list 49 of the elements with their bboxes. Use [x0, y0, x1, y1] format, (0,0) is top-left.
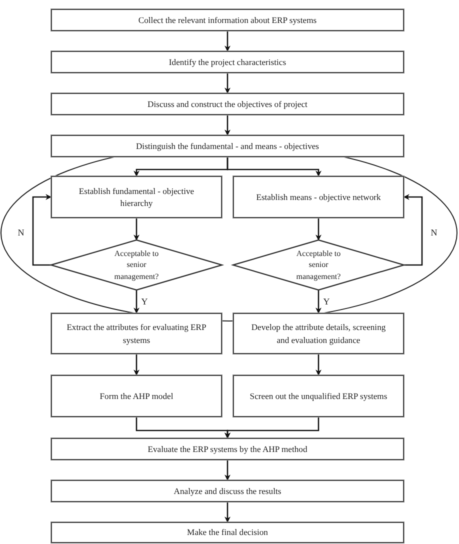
- process-box: [233, 176, 404, 218]
- arrow: [224, 115, 230, 136]
- process-box: [51, 480, 404, 502]
- decision-diamond: [51, 240, 222, 290]
- process-box: [51, 51, 404, 73]
- step-text: Form the AHP model: [100, 390, 174, 402]
- edge-label: Y: [140, 297, 149, 306]
- step-text: Make the final decision: [187, 526, 268, 539]
- process-box: [51, 438, 404, 460]
- arrow: [224, 31, 230, 52]
- step-text: Evaluate the ERP systems by the AHP method: [148, 442, 308, 456]
- process-box: [51, 9, 404, 31]
- step-text: Collect the relevant information about ERP systems: [138, 14, 317, 26]
- arrow: [316, 354, 322, 376]
- step-text: Develop the attribute details, screening and evaluation guidance: [250, 321, 387, 346]
- arrow: [403, 194, 423, 266]
- process-box: [233, 313, 404, 354]
- step-text: Establish fundamental - objective hierarchy: [78, 184, 196, 210]
- edge-label: Y: [322, 297, 331, 306]
- arrow: [316, 290, 322, 314]
- arrow: [134, 290, 140, 314]
- process-box: [233, 375, 404, 417]
- step-text: Distinguish the fundamental - and means - objectives: [136, 140, 320, 152]
- step-text: Acceptable to senior management?: [113, 248, 160, 282]
- arrow: [134, 354, 140, 376]
- decision-diamond: [233, 240, 404, 290]
- step-text: Acceptable to senior management?: [295, 248, 342, 282]
- edge-label: N: [430, 228, 438, 238]
- step-text: Analyze and discuss the results: [174, 484, 282, 498]
- step-text: Screen out the unqualified ERP systems: [250, 390, 388, 402]
- step-text: Establish means - objective network: [256, 190, 381, 204]
- step-text: Identify the project characteristics: [168, 56, 286, 68]
- arrow: [224, 502, 230, 523]
- process-box: [51, 522, 404, 543]
- arrow: [32, 194, 52, 266]
- process-box: [51, 313, 222, 354]
- step-text: Discuss and construct the objectives of project: [148, 98, 308, 110]
- arrow: [226, 157, 322, 177]
- arrow: [224, 73, 230, 94]
- process-box: [51, 375, 222, 417]
- process-box: [51, 135, 404, 157]
- arrow: [316, 218, 322, 241]
- edge-label: N: [16, 228, 26, 238]
- arrow: [134, 218, 140, 241]
- process-box: [51, 93, 404, 115]
- step-text: Extract the attributes for evaluating ERP systems: [66, 321, 208, 346]
- arrow: [224, 460, 230, 481]
- process-box: [51, 176, 222, 218]
- arrow: [224, 417, 320, 439]
